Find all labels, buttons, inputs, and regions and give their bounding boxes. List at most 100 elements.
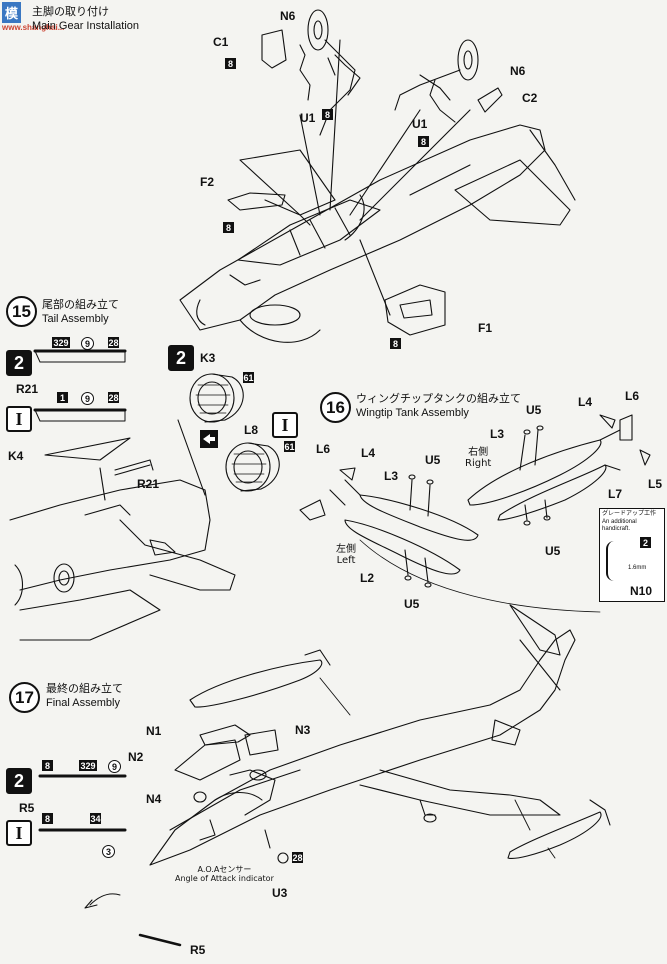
tip-parts-right — [599, 414, 651, 466]
step14-title: 主脚の取り付け Main Gear Installation — [32, 5, 139, 33]
label-l2: L2 — [360, 571, 375, 585]
label-l6-right: L6 — [625, 389, 640, 403]
step17-number: 17 — [9, 682, 40, 713]
num-l8: 61 — [284, 441, 295, 452]
num-rod17a-8: 8 — [42, 760, 53, 771]
label-left-en: Left — [336, 555, 356, 566]
num-rod15a-28: 28 — [108, 337, 119, 348]
step16-title-jp: ウィングチップタンクの組み立て — [356, 392, 521, 405]
step15-title: 尾部の組み立て Tail Assembly — [42, 298, 119, 326]
label-n6-left: N6 — [280, 9, 296, 23]
watermark-site: www.shanghai... — [2, 23, 65, 32]
fuselage-main-gear — [179, 124, 576, 343]
num-rod15a-329: 329 — [52, 337, 70, 348]
part-c2-shape — [477, 87, 503, 113]
watermark-logo: 模 www.shanghai... — [2, 2, 65, 32]
label-u1-left: U1 — [300, 111, 316, 125]
label-r5-rod: R5 — [19, 801, 35, 815]
label-n3: N3 — [295, 723, 311, 737]
label-r21-rod: R21 — [16, 382, 39, 396]
label-l7: L7 — [608, 487, 623, 501]
label-f2: F2 — [200, 175, 215, 189]
num-rod17a-329: 329 — [79, 760, 97, 771]
label-u5-top-right: U5 — [526, 403, 542, 417]
label-n6-right: N6 — [510, 64, 526, 78]
label-r5-final: R5 — [190, 943, 206, 957]
part-n4 — [193, 791, 207, 803]
upgrade-part: N10 — [630, 584, 653, 598]
direction-arrow-icon — [200, 430, 218, 448]
num-rod15b-28: 28 — [108, 392, 119, 403]
label-left-side: 左側 Left — [336, 544, 356, 566]
step14-title-en: Main Gear Installation — [32, 20, 139, 32]
label-c1: C1 — [213, 35, 229, 49]
kit-variant-2-icon-17: 2 — [6, 768, 32, 794]
exhaust-nozzle-l8 — [225, 442, 280, 492]
label-u3: U3 — [272, 886, 288, 900]
step15-title-jp: 尾部の組み立て — [42, 298, 119, 311]
upgrade-title: グレードアップ工作 — [602, 510, 657, 517]
num-rod17a-9: 9 — [108, 760, 121, 773]
label-r21: R21 — [137, 477, 160, 491]
label-c2: C2 — [522, 91, 538, 105]
step17-title: 最終の組み立て Final Assembly — [46, 682, 123, 710]
num-rod17b-8: 8 — [42, 813, 53, 824]
label-u5-top-left: U5 — [425, 453, 441, 467]
part-c1-shape — [261, 29, 287, 69]
label-l3-left: L3 — [384, 469, 399, 483]
upgrade-line1: An additional — [602, 519, 637, 525]
label-l4-left: L4 — [361, 446, 376, 460]
step14-title-jp: 主脚の取り付け — [32, 5, 109, 18]
label-u5-bottom-right: U5 — [545, 544, 561, 558]
drop-tank-upper — [189, 659, 323, 708]
label-right-en: Right — [465, 458, 492, 469]
label-l3-right: L3 — [490, 427, 505, 441]
step17-title-jp: 最終の組み立て — [46, 682, 123, 695]
tail-assembly-drawing — [9, 419, 236, 641]
kit-variant-2-icon: 2 — [6, 350, 32, 376]
kit-variant-1-icon-l8: I — [272, 412, 298, 438]
num-u3: 28 — [292, 852, 303, 863]
label-aoa-jp: A.O.Aセンサー — [197, 865, 252, 874]
label-u1-right: U1 — [412, 117, 428, 131]
step15-number: 15 — [6, 296, 37, 327]
upgrade-kit-icon: 2 — [640, 537, 651, 548]
label-l6-left: L6 — [316, 442, 331, 456]
label-left-jp: 左側 — [336, 544, 356, 555]
label-n1: N1 — [146, 724, 162, 738]
label-n4: N4 — [146, 792, 162, 806]
label-l8: L8 — [244, 423, 259, 437]
aoa-sensor-line — [264, 829, 271, 849]
label-right-jp: 右側 — [468, 447, 489, 458]
kit-variant-1-icon-17: I — [6, 820, 32, 846]
wingtip-tank-left — [329, 479, 479, 583]
final-fuselage — [149, 604, 576, 866]
step17-title-en: Final Assembly — [46, 697, 120, 709]
num-rod17b-34: 34 — [90, 813, 101, 824]
num-rod15b-1: 1 — [57, 392, 68, 403]
label-l4-right: L4 — [578, 395, 593, 409]
step16-number: 16 — [320, 392, 351, 423]
canopy-n1 — [199, 724, 251, 746]
label-aoa-sensor: A.O.Aセンサー Angle of Attack indicator — [175, 865, 274, 883]
exhaust-nozzle-k3 — [189, 373, 244, 423]
canopy-n3 — [244, 729, 279, 756]
num-f1: 8 — [390, 338, 401, 349]
wingtip-tank-right — [467, 429, 621, 521]
part-r5-rod — [138, 933, 182, 947]
label-aoa-en: Angle of Attack indicator — [175, 874, 274, 883]
drop-tank-lower — [507, 811, 602, 859]
label-u5-bottom-left: U5 — [404, 597, 420, 611]
kit-variant-2-icon-k3: 2 — [168, 345, 194, 371]
part-k4-shape — [44, 437, 131, 461]
tip-parts-left — [299, 467, 356, 521]
upgrade-note-box: グレードアップ工作 An additional handicraft. 2 1.… — [599, 508, 665, 602]
label-f1: F1 — [478, 321, 493, 335]
watermark-badge: 模 — [2, 2, 22, 23]
upgrade-line2: handicraft. — [602, 526, 631, 532]
num-rod15a-9: 9 — [81, 337, 94, 350]
label-k4: K4 — [8, 449, 24, 463]
step16-title-en: Wingtip Tank Assembly — [356, 407, 469, 419]
num-rod17b-3: 3 — [102, 845, 115, 858]
